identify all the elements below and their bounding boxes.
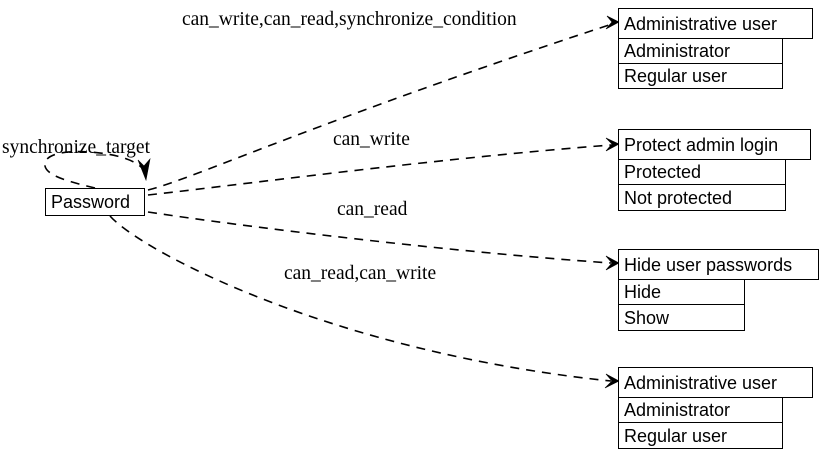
edge-4-path	[109, 215, 612, 382]
edge-2-path	[147, 144, 612, 196]
arrowhead-edge-3	[605, 255, 620, 271]
record-4-title[interactable]: Administrative user	[618, 367, 813, 398]
record-1-option-0[interactable]: Administrator	[618, 38, 783, 64]
record-3-title[interactable]: Hide user passwords	[618, 249, 819, 280]
node-password-label: Password	[51, 192, 131, 212]
record-3-title-label: Hide user passwords	[624, 254, 793, 275]
record-3-option-1[interactable]: Show	[618, 304, 745, 331]
node-password[interactable]: Password	[45, 188, 145, 216]
record-2-option-1[interactable]: Not protected	[618, 184, 786, 211]
edge-self-synchronize-target	[44, 150, 143, 189]
record-3-option-1-label: Show	[624, 307, 670, 328]
record-4-title-label: Administrative user	[624, 372, 778, 393]
record-4-option-1[interactable]: Regular user	[618, 422, 783, 449]
record-4-option-0-label: Administrator	[624, 400, 731, 420]
edge-label-2: can_write	[333, 129, 410, 150]
record-1-title-label: Administrative user	[624, 13, 778, 34]
arrowhead-edge-1	[605, 15, 620, 30]
record-2-title[interactable]: Protect admin login	[618, 129, 811, 160]
record-1-option-1-label: Regular user	[624, 66, 728, 86]
record-4-option-1-label: Regular user	[624, 425, 728, 446]
record-2-option-0-label: Protected	[624, 162, 702, 182]
arrowhead-self-synchronize-target	[137, 157, 151, 182]
arrowhead-edge-4	[604, 373, 620, 389]
record-1-title[interactable]: Administrative user	[618, 8, 813, 39]
edge-1-path	[147, 23, 613, 191]
record-3-option-0-label: Hide	[624, 282, 662, 302]
record-2-option-0[interactable]: Protected	[618, 159, 786, 185]
record-1-option-1[interactable]: Regular user	[618, 63, 783, 89]
arrowhead-edge-2	[605, 137, 620, 152]
record-4-option-0[interactable]: Administrator	[618, 397, 783, 423]
record-1-option-0-label: Administrator	[624, 41, 731, 61]
record-2-option-1-label: Not protected	[624, 187, 733, 208]
edge-label-3: can_read	[337, 199, 408, 220]
record-2-title-label: Protect admin login	[624, 134, 779, 155]
edge-label-4: can_read,can_write	[284, 263, 436, 284]
edge-label-1: can_write,can_read,synchronize_condition	[182, 9, 517, 30]
record-3-option-0[interactable]: Hide	[618, 279, 745, 305]
edge-label-self-loop: synchronize_target	[2, 137, 151, 158]
